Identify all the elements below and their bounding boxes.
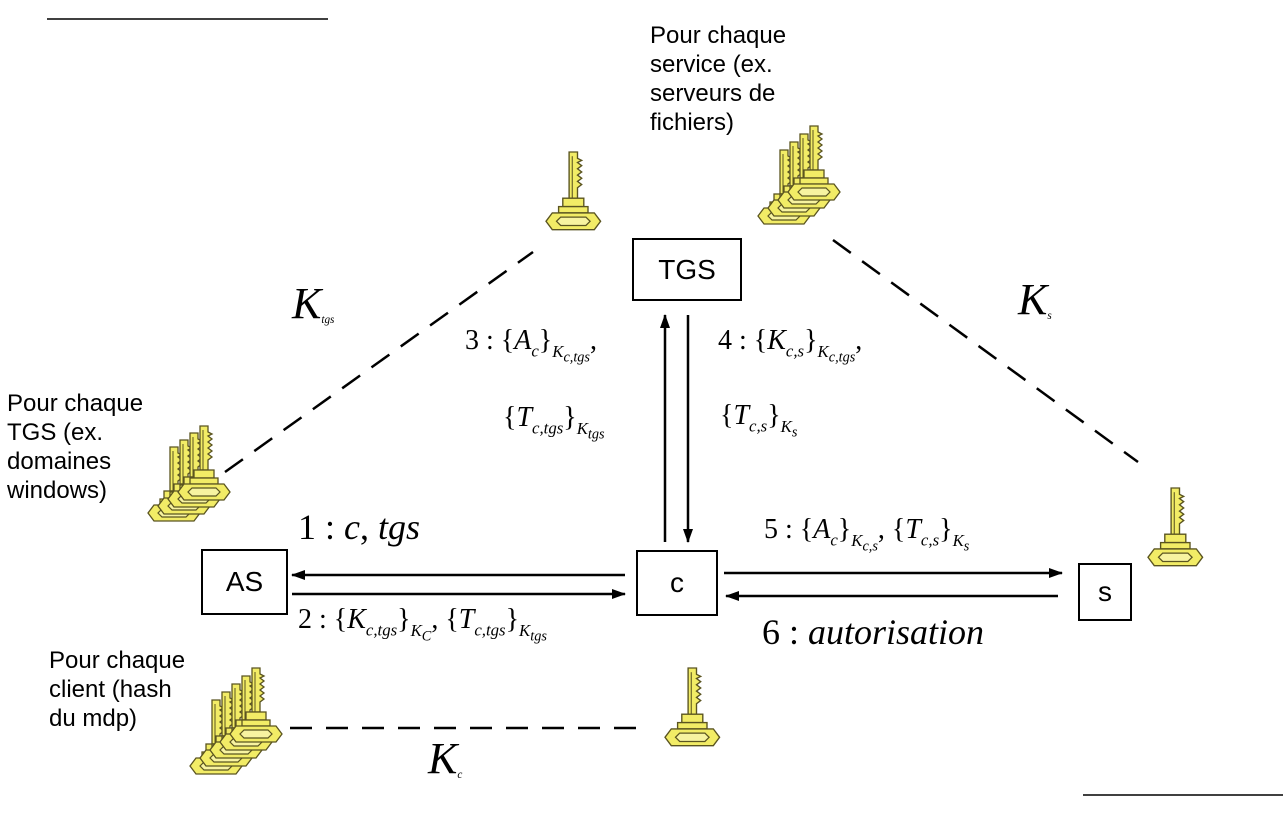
key-bundle-icon [189, 667, 283, 775]
client-box: c [636, 550, 718, 616]
service-keys-note: Pour chaque service (ex. serveurs de fic… [650, 22, 787, 136]
ks-dashed-line [832, 238, 1139, 464]
ktgs-dashed-line [224, 250, 534, 474]
key-icon [1147, 487, 1204, 567]
service-box: s [1078, 563, 1132, 621]
key-bundle-icon [757, 125, 841, 225]
key-bundle-icon [147, 425, 231, 522]
as-label: AS [225, 566, 264, 597]
tgs-keys-note: Pour chaque TGS (ex. domaines windows) [7, 390, 144, 504]
message-3-line-2: {Tc,tgs}Ktgs [503, 402, 605, 442]
message-5: 5 : {Ac}Kc,s, {Tc,s}Ks [764, 514, 970, 554]
message-4-line-2: {Tc,s}Ks [720, 400, 798, 440]
tgs-box: TGS [632, 238, 742, 301]
client-keys-note: Pour chaque client (hash du mdp) [49, 647, 186, 732]
key-icon [545, 151, 602, 231]
message-1: 1 : c, tgs [298, 507, 421, 547]
kc-label: Kc [428, 734, 463, 783]
key-icon [664, 667, 721, 747]
tgs-label: TGS [658, 253, 716, 285]
message-3-line-1: 3 : {Ac}Kc,tgs, [465, 325, 597, 365]
client-label: c [670, 567, 684, 598]
ktgs-label: Ktgs [292, 279, 335, 328]
service-label: s [1098, 576, 1112, 607]
message-4-line-1: 4 : {Kc,s}Kc,tgs, [718, 325, 863, 365]
as-box: AS [201, 549, 288, 615]
ks-label: Ks [1018, 275, 1052, 324]
message-6: 6 : autorisation [762, 612, 985, 652]
message-2: 2 : {Kc,tgs}KC, {Tc,tgs}Ktgs [298, 604, 547, 644]
